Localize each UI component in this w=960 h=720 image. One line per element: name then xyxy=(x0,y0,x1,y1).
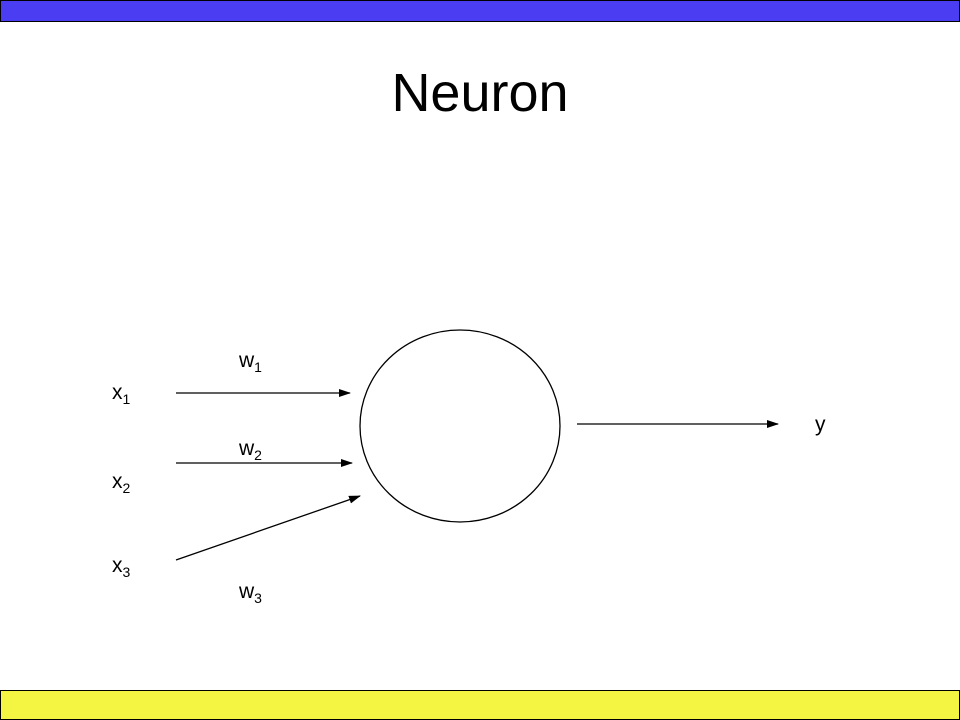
input-label-base: x xyxy=(112,470,123,493)
output-label-y: y xyxy=(815,413,826,436)
weight-label-base: w xyxy=(239,580,255,603)
bottom-banner xyxy=(0,690,960,720)
input-label-x3: x3 xyxy=(112,554,130,584)
weight-label-sub: 1 xyxy=(254,359,262,375)
input-label-x2: x2 xyxy=(112,470,130,500)
weight-label-w3: w3 xyxy=(239,580,262,610)
weight-label-sub: 3 xyxy=(254,590,262,606)
weight-label-sub: 2 xyxy=(254,447,262,463)
input-label-base: x xyxy=(112,554,123,577)
weight-label-w2: w2 xyxy=(239,437,262,467)
input-label-x1: x1 xyxy=(112,381,130,411)
input-label-sub: 2 xyxy=(122,480,131,496)
weight-label-base: w xyxy=(239,437,255,460)
slide-title: Neuron xyxy=(391,63,569,123)
input-arrow-3 xyxy=(175,495,361,561)
neuron-node xyxy=(359,329,561,523)
input-label-sub: 3 xyxy=(122,564,131,580)
weight-label-w1: w1 xyxy=(239,349,262,379)
weight-label-base: w xyxy=(239,349,255,372)
input-label-sub: 1 xyxy=(122,391,131,407)
input-label-base: x xyxy=(112,381,123,404)
